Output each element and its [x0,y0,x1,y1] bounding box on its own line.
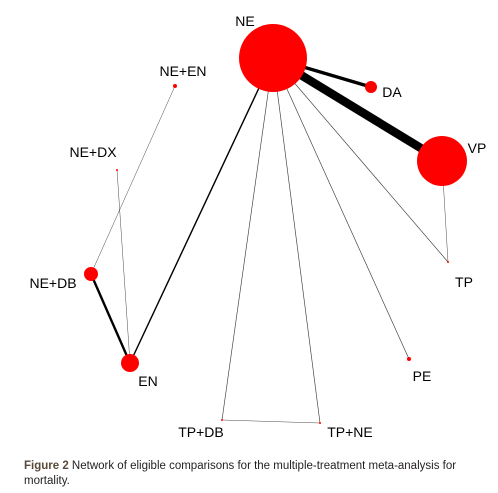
node-label-en: EN [138,373,157,389]
node-da [365,81,377,93]
node-ne-plus-dx [116,169,118,171]
node-label-ne: NE [235,13,254,29]
node-ne-plus-en [173,84,177,88]
node-label-tp-plus-db: TP+DB [178,424,224,440]
edges-group [89,54,449,424]
node-tp-plus-db [221,419,223,421]
node-label-ne-plus-dx: NE+DX [69,144,117,160]
node-label-vp: VP [468,140,487,156]
node-label-tp: TP [455,274,473,290]
edge-ne-plus-db-ne-plus-en [90,85,176,275]
labels-group: NE DA VP TP PE TP+NE TP+DB EN NE+DB NE+DX NE+EN [29,13,486,440]
node-ne-plus-db [84,267,98,281]
edge-en-ne-plus-db [89,273,132,364]
node-label-ne-plus-db: NE+DB [29,275,76,291]
node-label-tp-plus-ne: TP+NE [327,424,373,440]
edge-ne-tp-plus-db [221,57,274,421]
node-tp [447,261,449,263]
edge-ne-tp [272,57,449,263]
figure-caption: Figure 2 Network of eligible comparisons… [24,459,484,489]
edge-ne-tp-plus-ne [272,57,321,424]
node-ne [239,24,307,92]
figure-label: Figure 2 [24,460,69,472]
node-label-pe: PE [413,368,432,384]
node-label-da: DA [382,84,402,100]
edge-ne-pe [272,57,410,360]
nodes-group [84,24,467,424]
node-label-ne-plus-en: NE+EN [159,63,206,79]
edge-tp-plus-db-tp-plus-ne [221,419,321,424]
node-en [121,354,139,372]
edge-en-ne-plus-dx [116,169,131,364]
edge-ne-en [129,57,274,364]
node-vp [417,136,467,186]
node-tp-plus-ne [319,422,321,424]
figure-caption-text: Network of eligible comparisons for the … [24,460,457,487]
node-pe [407,357,411,361]
